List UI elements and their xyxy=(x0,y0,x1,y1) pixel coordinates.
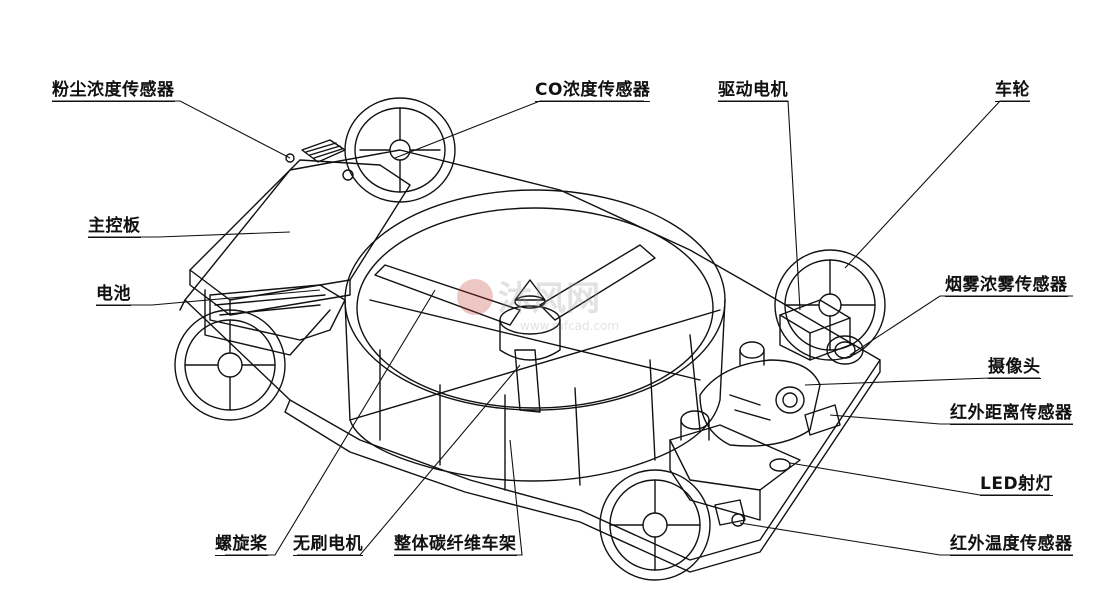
leader-smoke-sensor xyxy=(849,295,1073,356)
ir-temperature-sensor-shape xyxy=(714,499,746,527)
label-led-light: LED射灯 xyxy=(980,474,1054,496)
label-drive-motor: 驱动电机 xyxy=(718,80,788,102)
leader-camera xyxy=(804,377,1040,386)
watermark-sub: www.mfcad.com xyxy=(520,319,619,333)
smoke-sensor-shape xyxy=(826,335,864,365)
wheel-right xyxy=(774,249,886,361)
label-dust-sensor: 粉尘浓度传感器 xyxy=(52,80,175,102)
label-main-board: 主控板 xyxy=(88,216,141,238)
label-wheel: 车轮 xyxy=(995,80,1030,102)
watermark-group: 沐风网 www.mfcad.com xyxy=(457,279,619,333)
label-smoke-sensor: 烟雾浓雾传感器 xyxy=(945,275,1068,297)
leader-dust-sensor xyxy=(52,100,291,159)
dust-sensor-shape xyxy=(285,139,354,181)
leader-drive-motor xyxy=(718,100,801,311)
fan-duct-shape xyxy=(344,189,726,491)
label-ir-distance-sensor: 红外距离传感器 xyxy=(950,403,1073,425)
wheel-front xyxy=(599,469,711,581)
wheel-left xyxy=(174,309,286,421)
label-co-sensor: CO浓度传感器 xyxy=(535,80,651,102)
drive-motor-shape xyxy=(779,299,851,361)
label-brushless-motor: 无刷电机 xyxy=(293,534,363,556)
brushless-motor-shape xyxy=(499,279,561,361)
watermark-main: 沐风网 xyxy=(498,279,600,319)
main-board-shape xyxy=(189,159,411,356)
frame-struts xyxy=(349,299,721,421)
label-propeller: 螺旋桨 xyxy=(215,534,268,556)
front-box-shape xyxy=(669,410,801,521)
label-camera: 摄像头 xyxy=(988,357,1041,379)
leader-wheel xyxy=(844,100,1030,269)
battery-shape xyxy=(209,284,346,341)
ir-distance-sensor-shape xyxy=(804,404,841,436)
leader-brushless-motor xyxy=(297,364,521,556)
wheel-top-left xyxy=(344,97,456,203)
camera-module-shape xyxy=(699,341,821,447)
label-ir-temperature-sensor: 红外温度传感器 xyxy=(950,534,1073,556)
propeller-shape xyxy=(374,244,656,413)
label-carbon-frame: 整体碳纤维车架 xyxy=(394,534,517,556)
led-light-shape xyxy=(769,458,791,472)
label-battery: 电池 xyxy=(96,284,131,306)
